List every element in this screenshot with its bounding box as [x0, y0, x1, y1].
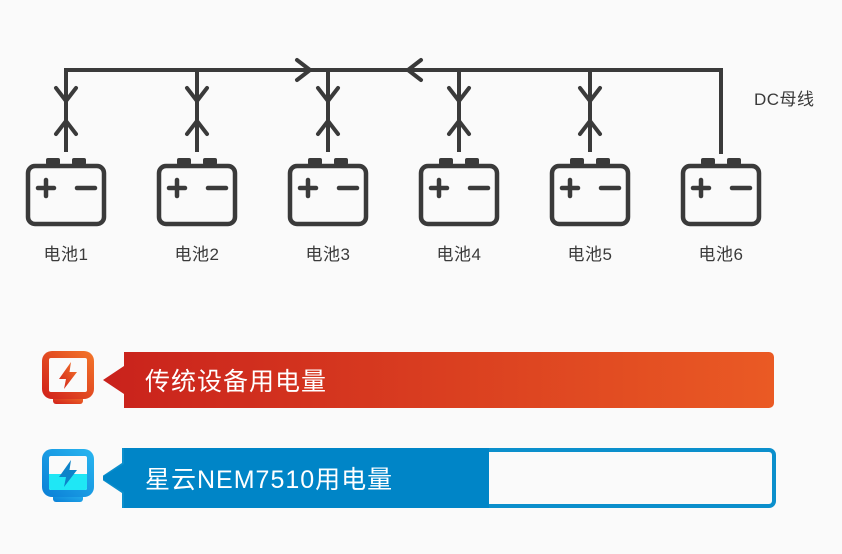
nem7510-usage-bar: 星云NEM7510用电量	[103, 443, 783, 513]
legacy-bar-shape	[103, 352, 774, 408]
bus-arrow-left	[406, 58, 423, 82]
dc-bus-label: DC母线	[754, 90, 815, 109]
comparison-row-nem7510: 星云NEM7510用电量	[0, 443, 842, 513]
battery-label-3: 电池3	[305, 245, 351, 264]
battery-symbols	[25, 158, 762, 227]
branch-arrowheads	[54, 86, 602, 136]
battery-label-4: 电池4	[436, 245, 482, 264]
legacy-usage-bar: 传统设备用电量	[103, 345, 783, 415]
nem7510-bar-fill	[103, 448, 489, 508]
nem7510-bar-shape	[103, 448, 776, 508]
battery-label-5: 电池5	[567, 245, 613, 264]
power-device-low-icon	[42, 449, 94, 502]
comparison-row-legacy: 传统设备用电量	[0, 345, 842, 415]
battery-label-6: 电池6	[698, 245, 744, 264]
battery-label-2: 电池2	[174, 245, 220, 264]
bus-arrow-right	[295, 58, 312, 82]
dc-bus-battery-diagram: 电池1 电池2 电池3 电池4 电池5 电池6 DC母线	[25, 58, 815, 264]
battery-label-1: 电池1	[43, 245, 89, 264]
power-device-icon	[42, 351, 94, 404]
bus-schematic-svg	[25, 58, 762, 227]
